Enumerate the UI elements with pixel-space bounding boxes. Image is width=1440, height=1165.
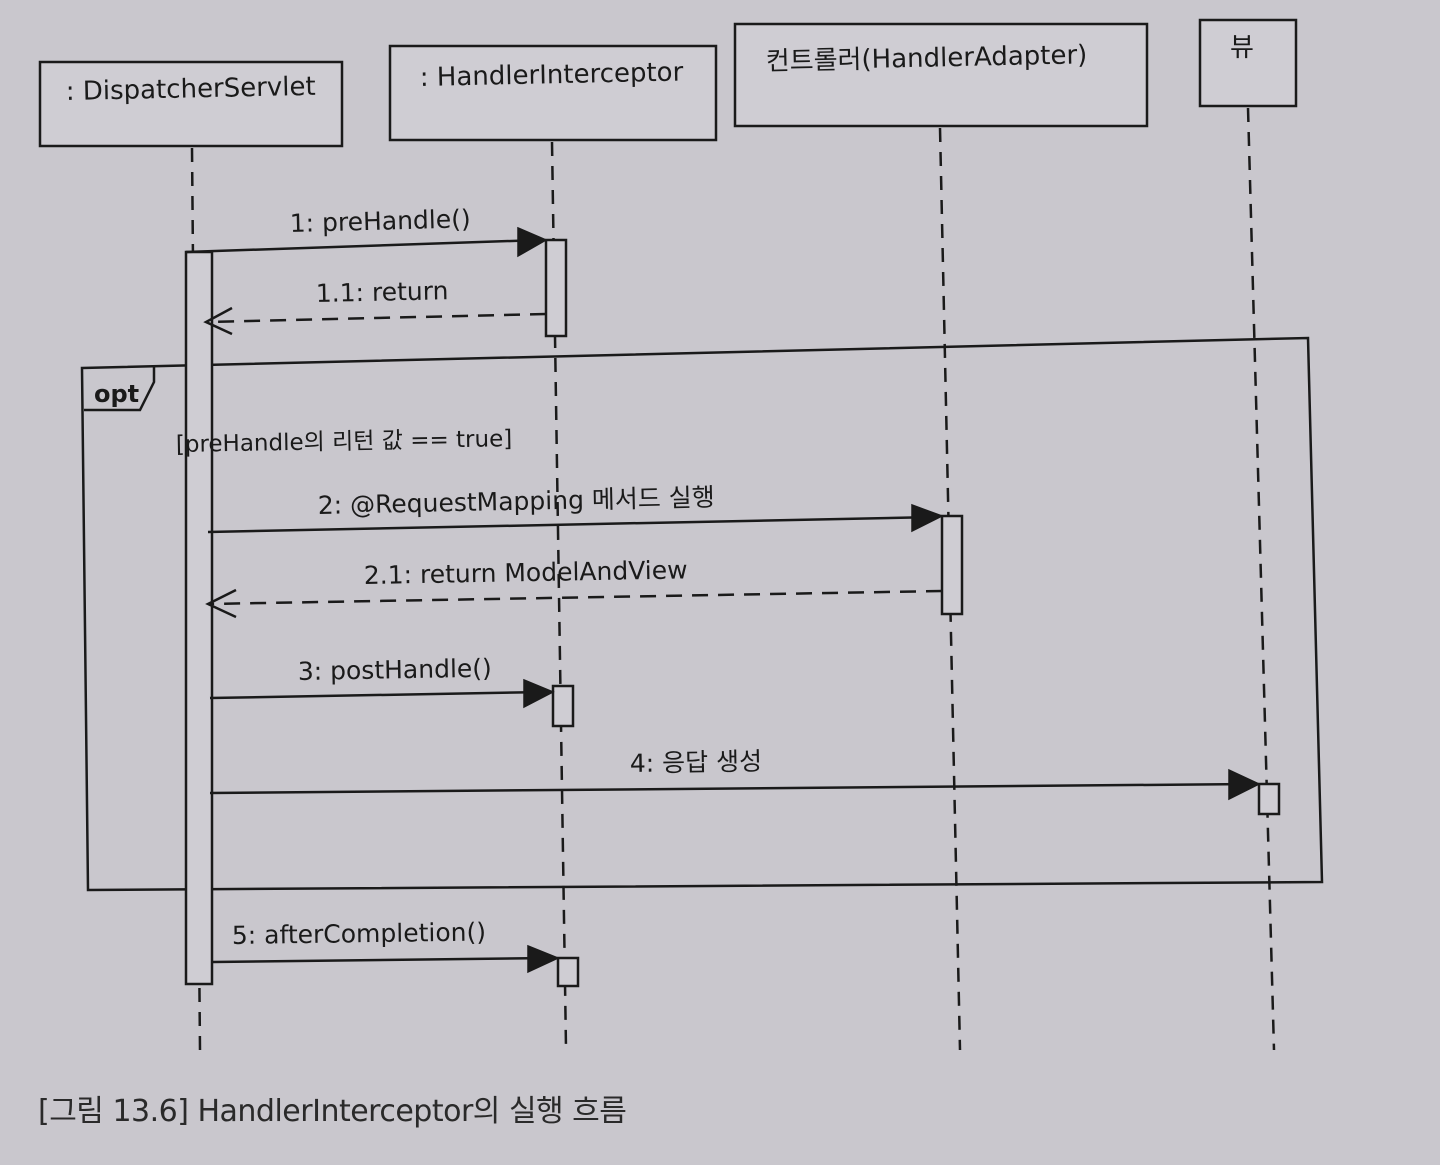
message-label-1-1: 1.1: return: [316, 276, 449, 308]
activation-interceptor-3: [551, 684, 575, 728]
activation-controller: [940, 514, 964, 616]
message-arrowhead-2: [911, 503, 944, 533]
activation-interceptor-5: [556, 956, 580, 988]
participant-label-interceptor: : HandlerInterceptor: [420, 57, 684, 93]
participant-label-view: 뷰: [1230, 33, 1254, 63]
frame-guard: [preHandle의 리턴 값 == true]: [176, 426, 513, 458]
message-label-4: 4: 응답 생성: [630, 747, 763, 778]
message-arrow-2: [207, 515, 937, 534]
message-arrow-3: [209, 690, 547, 700]
participant-box-view: [1198, 18, 1298, 108]
activation-view: [1257, 782, 1281, 816]
message-arrow-2-1: [207, 589, 943, 606]
message-arrow-5: [212, 956, 551, 964]
message-arrowhead-3: [523, 678, 555, 709]
activation-interceptor-1: [544, 238, 568, 338]
message-arrowhead-5: [527, 944, 560, 974]
participant-box-interceptor: [388, 44, 718, 142]
message-arrowhead-4: [1228, 768, 1261, 801]
message-label-2: 2: @RequestMapping 메서드 실행: [318, 483, 716, 520]
message-label-3: 3: postHandle(): [298, 654, 492, 686]
participant-box-dispatcher: [38, 60, 344, 148]
frame-label-opt: opt: [94, 380, 139, 408]
participant-box-controller: [733, 22, 1149, 128]
opt-frame: [80, 336, 1324, 892]
message-arrowhead-1-1: [203, 306, 233, 336]
message-label-5: 5: afterCompletion(): [232, 917, 487, 950]
message-arrowhead-1: [517, 226, 548, 258]
opt-frame-tab: [84, 367, 156, 412]
figure-caption: [그림 13.6] HandlerInterceptor의 실행 흐름: [38, 1094, 627, 1129]
message-arrow-1: [185, 238, 541, 254]
message-arrow-1-1: [205, 312, 547, 324]
message-label-1: 1: preHandle(): [289, 204, 471, 238]
participant-label-controller: 컨트롤러(HandlerAdapter): [766, 40, 1088, 77]
lifeline-view: [1246, 107, 1276, 1051]
message-label-2-1: 2.1: return ModelAndView: [364, 555, 688, 590]
participant-label-dispatcher: : DispatcherServlet: [66, 72, 316, 107]
activation-dispatcher: [184, 250, 214, 986]
message-arrowhead-2-1: [205, 588, 237, 619]
message-arrow-4: [209, 782, 1253, 795]
